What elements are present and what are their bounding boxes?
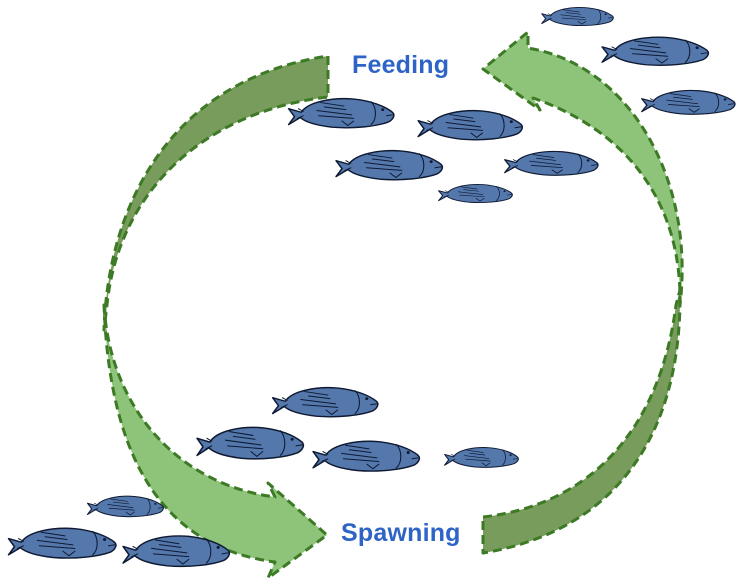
fish-icon	[197, 427, 303, 458]
fish-icon	[273, 388, 378, 417]
stage-label-spawning: Spawning	[341, 521, 461, 546]
fish-icon	[336, 151, 442, 180]
fish-icon	[439, 184, 513, 202]
fish-icon	[289, 99, 394, 128]
fish-group-feeding	[289, 7, 735, 202]
fish-icon	[602, 37, 708, 65]
cycle-arrow-right-lower-segment	[483, 290, 680, 553]
stage-label-feeding: Feeding	[352, 53, 449, 78]
fish-icon	[418, 111, 522, 140]
cycle-arrow-left-upper-segment	[104, 56, 328, 330]
fish-icon	[505, 151, 598, 175]
cycle-arrow-spawning-to-feeding	[483, 32, 682, 553]
fish-icon	[313, 441, 419, 471]
fish-icon	[542, 7, 614, 25]
fish-icon	[642, 90, 735, 114]
fish-icon	[445, 448, 519, 468]
fish-icon	[88, 496, 164, 516]
fish-icon	[9, 528, 116, 558]
